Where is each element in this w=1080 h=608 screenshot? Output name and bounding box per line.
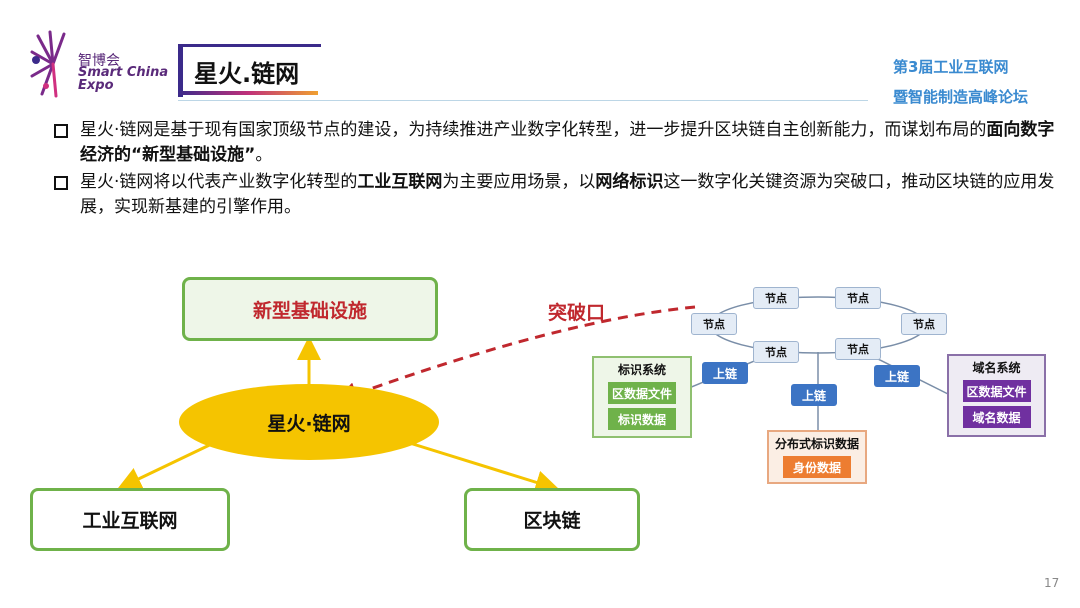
bullet-item: 星火·链网将以代表产业数字化转型的工业互联网为主要应用场景，以网络标识这一数字化… bbox=[52, 170, 1062, 220]
node: 节点 bbox=[753, 287, 799, 309]
domain-system-title: 域名系统 bbox=[972, 361, 1021, 375]
on-chain-tag: 上链 bbox=[874, 365, 920, 387]
header-divider bbox=[178, 100, 868, 101]
bullet-text: 星火·链网将以代表产业数字化转型的 bbox=[80, 172, 358, 192]
bullet-list: 星火·链网是基于现有国家顶级节点的建设，为持续推进产业数字化转型，进一步提升区块… bbox=[52, 118, 1062, 222]
node: 节点 bbox=[835, 338, 881, 360]
forum-logo-line2: 暨智能制造高峰论坛 bbox=[893, 88, 1029, 106]
identity-system-title: 标识系统 bbox=[617, 363, 666, 377]
bullet-bold: 面向数字经济的“新型基础设施” bbox=[80, 120, 1055, 165]
bullet-bold: 工业互联网 bbox=[357, 172, 443, 192]
domain-chip: 域名数据 bbox=[962, 406, 1031, 428]
xinghuo-chain-ellipse: 星火·链网 bbox=[179, 384, 439, 460]
bullet-text: 。 bbox=[255, 145, 273, 165]
industrial-internet-box: 工业互联网 bbox=[30, 488, 230, 551]
bullet-text: 星火·链网是基于现有国家顶级节点的建设，为持续推进产业数字化转型，进一步提升区块… bbox=[80, 120, 987, 140]
identity-chip: 标识数据 bbox=[608, 408, 676, 430]
breakthrough-label: 突破口 bbox=[548, 302, 606, 324]
distributed-identity-box: 分布式标识数据 身份数据 bbox=[767, 430, 867, 484]
bullet-text: 为主要应用场景，以 bbox=[442, 172, 596, 192]
smart-china-expo-logo-icon bbox=[30, 30, 66, 98]
on-chain-tag: 上链 bbox=[702, 362, 748, 384]
bullet-item: 星火·链网是基于现有国家顶级节点的建设，为持续推进产业数字化转型，进一步提升区块… bbox=[52, 118, 1062, 168]
forum-logo-line1: 第3届工业互联网 bbox=[893, 58, 1009, 76]
page-number: 17 bbox=[1044, 576, 1060, 590]
node: 节点 bbox=[835, 287, 881, 309]
identity-system-box: 标识系统 区数据文件 标识数据 bbox=[592, 356, 692, 438]
domain-system-box: 域名系统 区数据文件 域名数据 bbox=[947, 354, 1046, 437]
page-title: 星火.链网 bbox=[194, 60, 300, 88]
node: 节点 bbox=[901, 313, 947, 335]
distributed-chip: 身份数据 bbox=[783, 456, 851, 478]
title-frame bbox=[178, 44, 321, 97]
node: 节点 bbox=[753, 341, 799, 363]
logo-en-line1: Smart China bbox=[78, 65, 169, 80]
node: 节点 bbox=[691, 313, 737, 335]
bullet-text: 这一数字化关键资源为突破口，推动区块链的应用发展，实现新基建的引擎作用。 bbox=[80, 172, 1055, 217]
domain-chip: 区数据文件 bbox=[962, 380, 1031, 402]
distributed-title: 分布式标识数据 bbox=[774, 437, 859, 451]
square-bullet-icon bbox=[54, 124, 68, 138]
blockchain-box: 区块链 bbox=[464, 488, 640, 551]
new-infrastructure-box: 新型基础设施 bbox=[182, 277, 438, 341]
identity-chip: 区数据文件 bbox=[608, 382, 676, 404]
logo-cn-text: 智博会 bbox=[78, 53, 120, 69]
square-bullet-icon bbox=[54, 176, 68, 190]
logo-en-line2: Expo bbox=[78, 78, 114, 93]
bullet-bold: 网络标识 bbox=[595, 172, 664, 192]
forum-logo: 第3届工业互联网暨智能制造高峰论坛 bbox=[893, 52, 1063, 112]
on-chain-tag: 上链 bbox=[791, 384, 837, 406]
title-underline bbox=[178, 91, 318, 95]
